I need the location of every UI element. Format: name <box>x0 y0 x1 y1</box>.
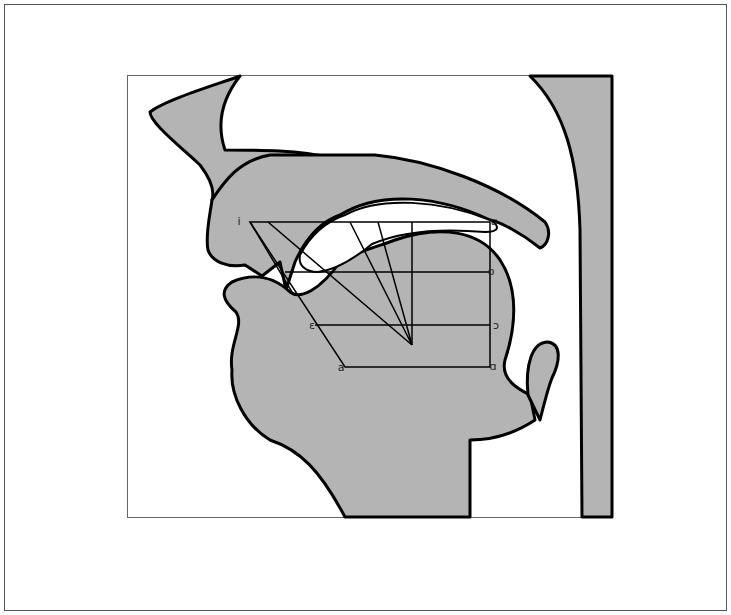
vowel-label: a <box>338 362 345 374</box>
vowel-label: o <box>488 266 495 278</box>
epiglottis <box>527 342 558 420</box>
fan-line <box>268 222 412 345</box>
oral-cavity <box>300 203 497 272</box>
outer-border <box>5 5 727 611</box>
tongue-and-jaw <box>224 232 535 517</box>
vowel-label: ɛ <box>309 320 315 332</box>
pharynx-wall <box>530 76 612 517</box>
vowel-label: ɔ <box>493 320 499 332</box>
grid-line <box>411 222 413 345</box>
grid-line <box>285 271 490 273</box>
vowel-trapezoid <box>250 222 490 367</box>
inner-frame <box>128 76 613 518</box>
vowel-label: ɑ <box>490 361 497 373</box>
vowel-label: u <box>491 216 498 228</box>
vowel-label: i <box>237 216 240 228</box>
front-line <box>250 222 292 292</box>
